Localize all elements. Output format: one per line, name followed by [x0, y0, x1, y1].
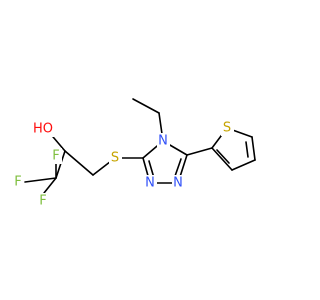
bond-cf3-f-left [24, 177, 57, 183]
bond-ethyl-ch2-ch3 [132, 98, 160, 114]
atom-n1: N [172, 175, 185, 191]
bond-ch-ch2 [64, 150, 94, 176]
n1-label: N [173, 176, 183, 191]
atom-n2: N [144, 175, 157, 191]
s-thiophene-label: S [223, 121, 231, 136]
ho-label: HO [33, 122, 53, 137]
structure-svg: HO F F F S N N [12, 98, 256, 209]
n4-label: N [158, 134, 168, 149]
s-thioether-label: S [111, 151, 119, 166]
bond-th-c3-c2-inner [216, 149, 230, 164]
n2-label: N [145, 176, 155, 191]
bonds [24, 98, 256, 194]
bond-cf3-f-bottom [43, 177, 57, 194]
atom-labels: HO F F F S N N [12, 120, 234, 209]
bond-th-c5-c4 [251, 136, 256, 161]
atom-f-bottom: F [37, 193, 49, 209]
atom-n4: N [157, 133, 170, 149]
bond-c5-thiophene [186, 147, 213, 156]
atom-f-top: F [50, 148, 62, 164]
f-left-label: F [14, 175, 21, 190]
f-bottom-label: F [39, 194, 46, 209]
atom-s-thiophene: S [221, 120, 234, 136]
f-top-label: F [52, 149, 59, 164]
atom-ho: HO [30, 121, 54, 137]
molecule-diagram: HO F F F S N N [12, 98, 256, 209]
atom-s-thioether: S [109, 150, 122, 166]
bond-cf3-choh [55, 150, 66, 179]
atom-f-left: F [12, 174, 24, 190]
bond-th-c3-c2 [211, 147, 233, 171]
bond-th-c5-c4-inner [245, 141, 249, 158]
bond-th-c4-c3 [231, 159, 256, 171]
